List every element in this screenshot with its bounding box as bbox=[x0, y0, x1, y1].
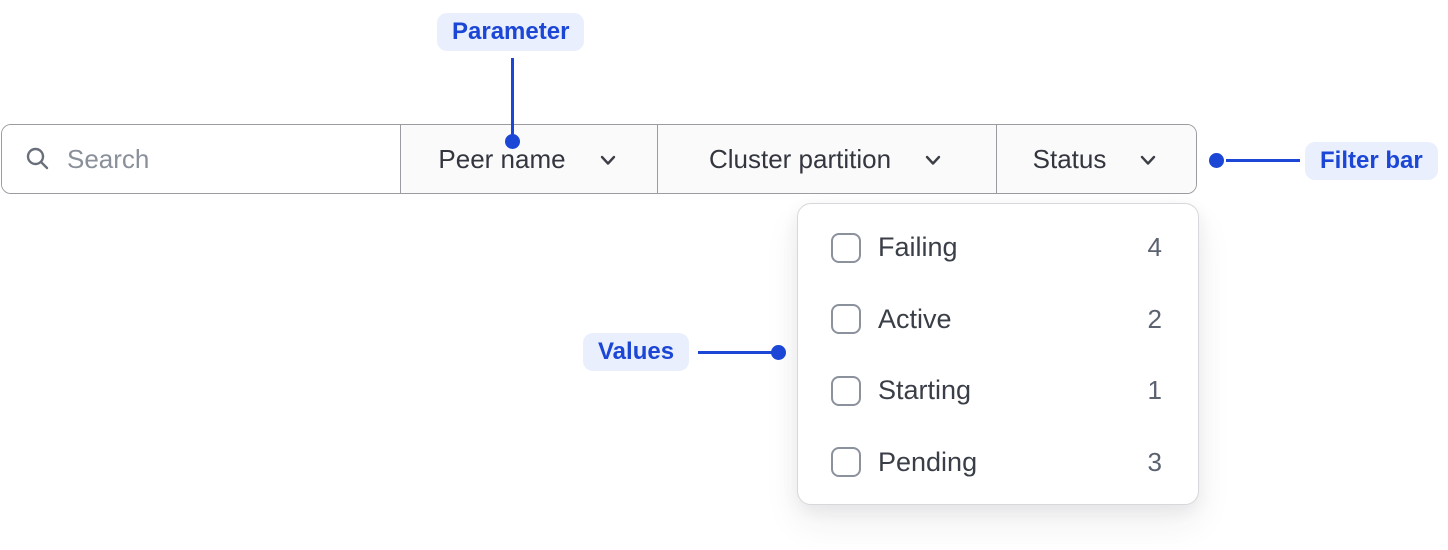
option-label: Active bbox=[878, 303, 952, 334]
annotation-parameter-line bbox=[511, 58, 514, 136]
annotation-parameter-label: Parameter bbox=[437, 13, 585, 51]
option-count: 1 bbox=[1147, 375, 1162, 406]
annotation-values-label: Values bbox=[583, 333, 690, 371]
option-label: Starting bbox=[878, 375, 972, 406]
annotation-filter-bar-dot bbox=[1209, 153, 1224, 168]
annotation-values-dot bbox=[771, 345, 786, 360]
annotation-filter-bar-line bbox=[1226, 159, 1300, 162]
status-option-pending[interactable]: Pending 3 bbox=[798, 427, 1198, 499]
status-dropdown-panel: Failing 4 Active 2 Starting 1 Pending 3 bbox=[797, 203, 1199, 505]
dropdown-cluster-partition[interactable]: Cluster partition bbox=[657, 125, 996, 193]
chevron-down-icon bbox=[596, 148, 620, 172]
dropdown-cluster-partition-label: Cluster partition bbox=[708, 143, 892, 174]
chevron-down-icon bbox=[921, 148, 945, 172]
dropdown-status[interactable]: Status bbox=[996, 125, 1196, 193]
dropdown-peer-name[interactable]: Peer name bbox=[400, 125, 657, 193]
search-section bbox=[2, 125, 400, 193]
search-icon bbox=[24, 145, 52, 173]
option-count: 4 bbox=[1147, 232, 1162, 263]
option-label: Pending bbox=[878, 446, 978, 477]
chevron-down-icon bbox=[1136, 148, 1160, 172]
search-input[interactable] bbox=[67, 143, 387, 175]
annotation-values-line bbox=[698, 351, 772, 354]
dropdown-status-label: Status bbox=[1032, 143, 1107, 174]
checkbox-pending[interactable] bbox=[831, 447, 861, 478]
option-count: 3 bbox=[1147, 446, 1162, 477]
status-option-active[interactable]: Active 2 bbox=[798, 284, 1198, 356]
filter-bar: Peer name Cluster partition Status bbox=[1, 124, 1197, 194]
dropdown-peer-name-label: Peer name bbox=[438, 143, 566, 174]
status-option-failing[interactable]: Failing 4 bbox=[798, 212, 1198, 284]
option-label: Failing bbox=[878, 232, 958, 263]
annotation-filter-bar-label: Filter bar bbox=[1305, 142, 1438, 180]
status-option-starting[interactable]: Starting 1 bbox=[798, 355, 1198, 427]
checkbox-active[interactable] bbox=[831, 304, 861, 335]
option-count: 2 bbox=[1147, 303, 1162, 334]
checkbox-failing[interactable] bbox=[831, 232, 861, 263]
annotation-parameter-dot bbox=[505, 134, 520, 149]
checkbox-starting[interactable] bbox=[831, 375, 861, 406]
